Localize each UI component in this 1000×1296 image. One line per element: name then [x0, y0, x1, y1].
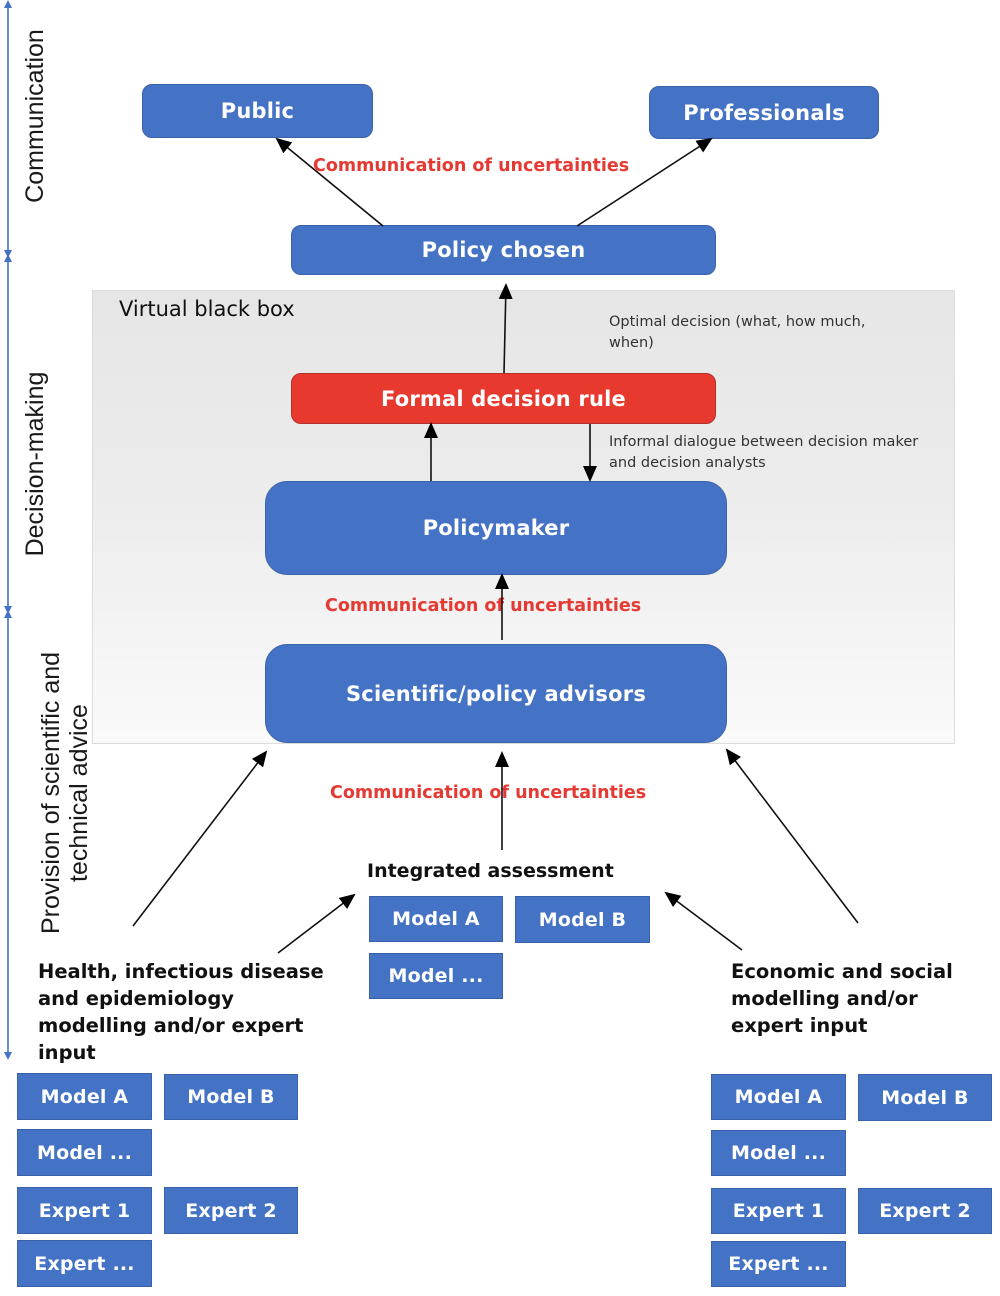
economic-expert-2: Expert 2: [858, 1188, 992, 1234]
integrated-model-b: Model B: [515, 896, 650, 943]
integrated-assessment-title: Integrated assessment: [367, 860, 614, 882]
health-expert-2: Expert 2: [164, 1187, 298, 1234]
black-box-title: Virtual black box: [119, 297, 295, 321]
economic-model-b: Model B: [858, 1074, 992, 1121]
health-expert-1: Expert 1: [17, 1187, 152, 1234]
advisors-box: Scientific/policy advisors: [265, 644, 727, 743]
communication-uncertainties-middle: Communication of uncertainties: [325, 596, 642, 616]
economic-input-title: Economic and social modelling and/or exp…: [731, 960, 953, 1037]
section-label-decision-making: Decision-making: [21, 371, 49, 557]
economic-expert-more: Expert ...: [711, 1241, 846, 1287]
policy-chosen-box: Policy chosen: [291, 225, 716, 275]
health-input-title: Health, infectious disease and epidemiol…: [38, 960, 324, 1064]
section-label-provision-text: Provision of scientific and technical ad…: [37, 651, 93, 935]
economic-model-more: Model ...: [711, 1130, 846, 1176]
health-model-b: Model B: [164, 1074, 298, 1120]
integrated-model-more: Model ...: [369, 953, 503, 999]
policymaker-box: Policymaker: [265, 481, 727, 575]
professionals-box: Professionals: [649, 86, 879, 139]
public-box: Public: [142, 84, 373, 138]
health-expert-more: Expert ...: [17, 1240, 152, 1287]
optimal-decision-note: Optimal decision (what, how much, when): [609, 314, 866, 351]
economic-model-a: Model A: [711, 1074, 846, 1120]
communication-uncertainties-top: Communication of uncertainties: [313, 156, 630, 176]
economic-expert-1: Expert 1: [711, 1188, 846, 1234]
integrated-model-a: Model A: [369, 896, 503, 942]
informal-dialogue-note: Informal dialogue between decision maker…: [609, 434, 919, 471]
health-model-more: Model ...: [17, 1129, 152, 1176]
section-label-communication: Communication: [21, 29, 49, 203]
formal-decision-rule-box: Formal decision rule: [291, 373, 716, 424]
communication-uncertainties-lower: Communication of uncertainties: [330, 783, 647, 803]
health-model-a: Model A: [17, 1073, 152, 1120]
section-label-provision: Provision of scientific and technical ad…: [37, 643, 99, 943]
